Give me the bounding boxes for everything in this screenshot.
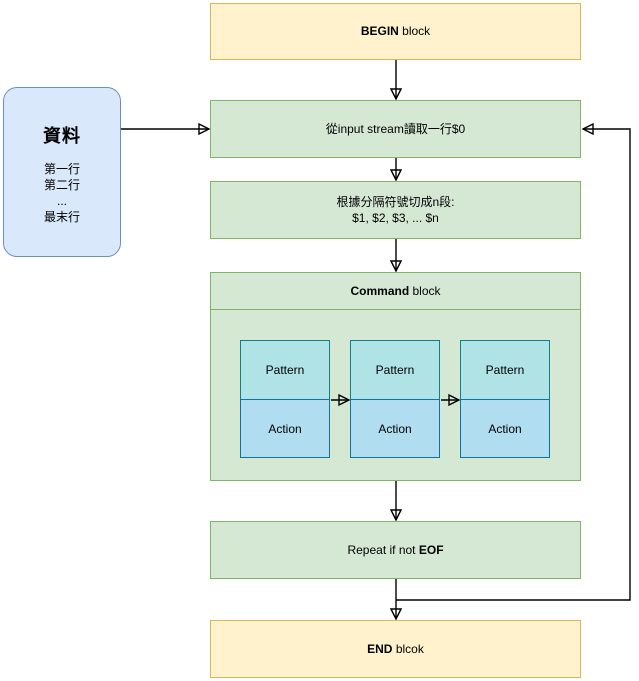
action-box-1: Action bbox=[240, 399, 330, 458]
repeat-label-prefix: Repeat if not bbox=[347, 542, 419, 557]
repeat-label: Repeat if not EOF bbox=[347, 542, 443, 558]
data-source-line: ... bbox=[56, 194, 67, 208]
data-source-line: 第二行 bbox=[43, 178, 80, 192]
read-line-node: 從input stream讀取一行$0 bbox=[210, 100, 581, 158]
pattern-box-3: Pattern bbox=[460, 340, 550, 400]
split-fields-line2: $1, $2, $3, ... $n bbox=[352, 211, 439, 225]
data-source-title: 資料 bbox=[43, 126, 81, 146]
begin-block-label-rest: block bbox=[398, 24, 431, 39]
data-source-line: 最末行 bbox=[43, 210, 80, 224]
action-box-2: Action bbox=[350, 399, 440, 458]
end-block-label-rest: blcok bbox=[392, 641, 424, 656]
split-fields-node: 根據分隔符號切成n段: $1, $2, $3, ... $n bbox=[210, 181, 581, 239]
end-block-label-bold: END bbox=[367, 641, 393, 656]
repeat-node: Repeat if not EOF bbox=[210, 521, 581, 579]
split-fields-label: 根據分隔符號切成n段: $1, $2, $3, ... $n bbox=[336, 194, 454, 226]
begin-block-node: BEGIN block bbox=[210, 3, 581, 60]
pattern-action-group-2: Pattern Action bbox=[350, 340, 440, 458]
split-fields-line1: 根據分隔符號切成n段: bbox=[336, 194, 455, 209]
end-block-label: END blcok bbox=[367, 641, 424, 657]
data-source-lines: 第一行 第二行 ... 最末行 bbox=[4, 161, 120, 225]
read-line-label: 從input stream讀取一行$0 bbox=[325, 121, 466, 136]
command-block-label-bold: Command bbox=[350, 284, 410, 298]
pattern-box-1: Pattern bbox=[240, 340, 330, 400]
pattern-box-2: Pattern bbox=[350, 340, 440, 400]
pattern-action-group-3: Pattern Action bbox=[460, 340, 550, 458]
data-source-line: 第一行 bbox=[43, 162, 80, 176]
command-block-title: Command block bbox=[211, 273, 580, 310]
action-box-3: Action bbox=[460, 399, 550, 458]
command-block-label: Command block bbox=[350, 284, 440, 298]
command-block-label-rest: block bbox=[409, 284, 441, 298]
end-block-node: END blcok bbox=[210, 620, 581, 678]
repeat-label-bold: EOF bbox=[418, 542, 444, 557]
pattern-action-group-1: Pattern Action bbox=[240, 340, 330, 458]
begin-block-label: BEGIN block bbox=[361, 23, 430, 39]
begin-block-label-bold: BEGIN bbox=[360, 24, 399, 39]
data-source-node: 資料 第一行 第二行 ... 最末行 bbox=[3, 87, 121, 257]
